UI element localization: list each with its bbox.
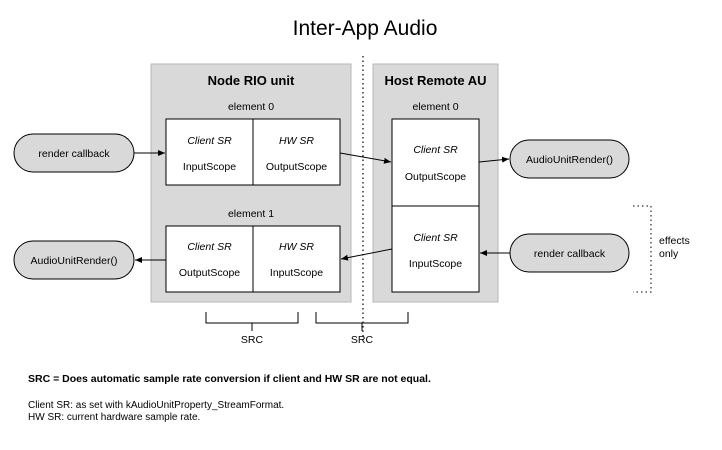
host-top-bottom: OutputScope [405, 171, 466, 183]
src-bracket-right [315, 312, 409, 331]
host-output-box [391, 118, 480, 207]
node-e0-right-bottom: OutputScope [266, 161, 327, 173]
node-e1-right-top: HW SR [279, 241, 314, 253]
host-remote-title: Host Remote AU [384, 73, 486, 88]
node-e0-left-top: Client SR [187, 135, 232, 147]
src-label-left: SRC [241, 334, 264, 346]
effects-label-2: only [659, 248, 679, 260]
src-definition-note: SRC = Does automatic sample rate convers… [28, 373, 431, 385]
hw-sr-note: HW SR: current hardware sample rate. [28, 412, 201, 423]
client-sr-note: Client SR: as set with kAudioUnitPropert… [28, 400, 285, 411]
arrow-host-to-node [340, 248, 393, 261]
diagram-title: Inter-App Audio [293, 17, 438, 40]
pill-render-callback-right-label: render callback [534, 248, 606, 260]
node-e1-output-box [165, 225, 254, 293]
node-element0-label: element 0 [228, 101, 274, 113]
node-rio-title: Node RIO unit [208, 73, 295, 88]
node-e0-input-box [165, 118, 254, 186]
host-element0-label: element 0 [412, 101, 458, 113]
node-e0-output-box [252, 118, 341, 186]
host-bottom-bottom: InputScope [409, 258, 462, 270]
host-bottom-top: Client SR [413, 232, 458, 244]
node-e1-left-top: Client SR [187, 241, 232, 253]
node-e0-left-bottom: InputScope [183, 161, 236, 173]
pill-render-callback-left-label: render callback [38, 148, 110, 160]
arrow-host-to-audiounitrender [478, 156, 510, 163]
arrow-node-to-host [339, 152, 392, 164]
effects-label-1: effects [659, 235, 690, 247]
host-top-top: Client SR [413, 144, 458, 156]
pill-audiounitrender-left-label: AudioUnitRender() [31, 255, 118, 267]
pill-audiounitrender-right-label: AudioUnitRender() [526, 154, 613, 166]
node-e1-input-box [252, 225, 341, 293]
effects-bracket [633, 205, 652, 293]
host-input-box [391, 205, 480, 293]
node-e1-left-bottom: OutputScope [179, 267, 240, 279]
pill-audiounitrender-left [13, 240, 135, 280]
src-bracket-left [205, 312, 299, 331]
node-e0-right-top: HW SR [279, 135, 314, 147]
node-e1-right-bottom: InputScope [270, 267, 323, 279]
src-label-right: SRC [351, 334, 374, 346]
pill-audiounitrender-right [509, 139, 630, 179]
node-element1-label: element 1 [228, 208, 274, 220]
